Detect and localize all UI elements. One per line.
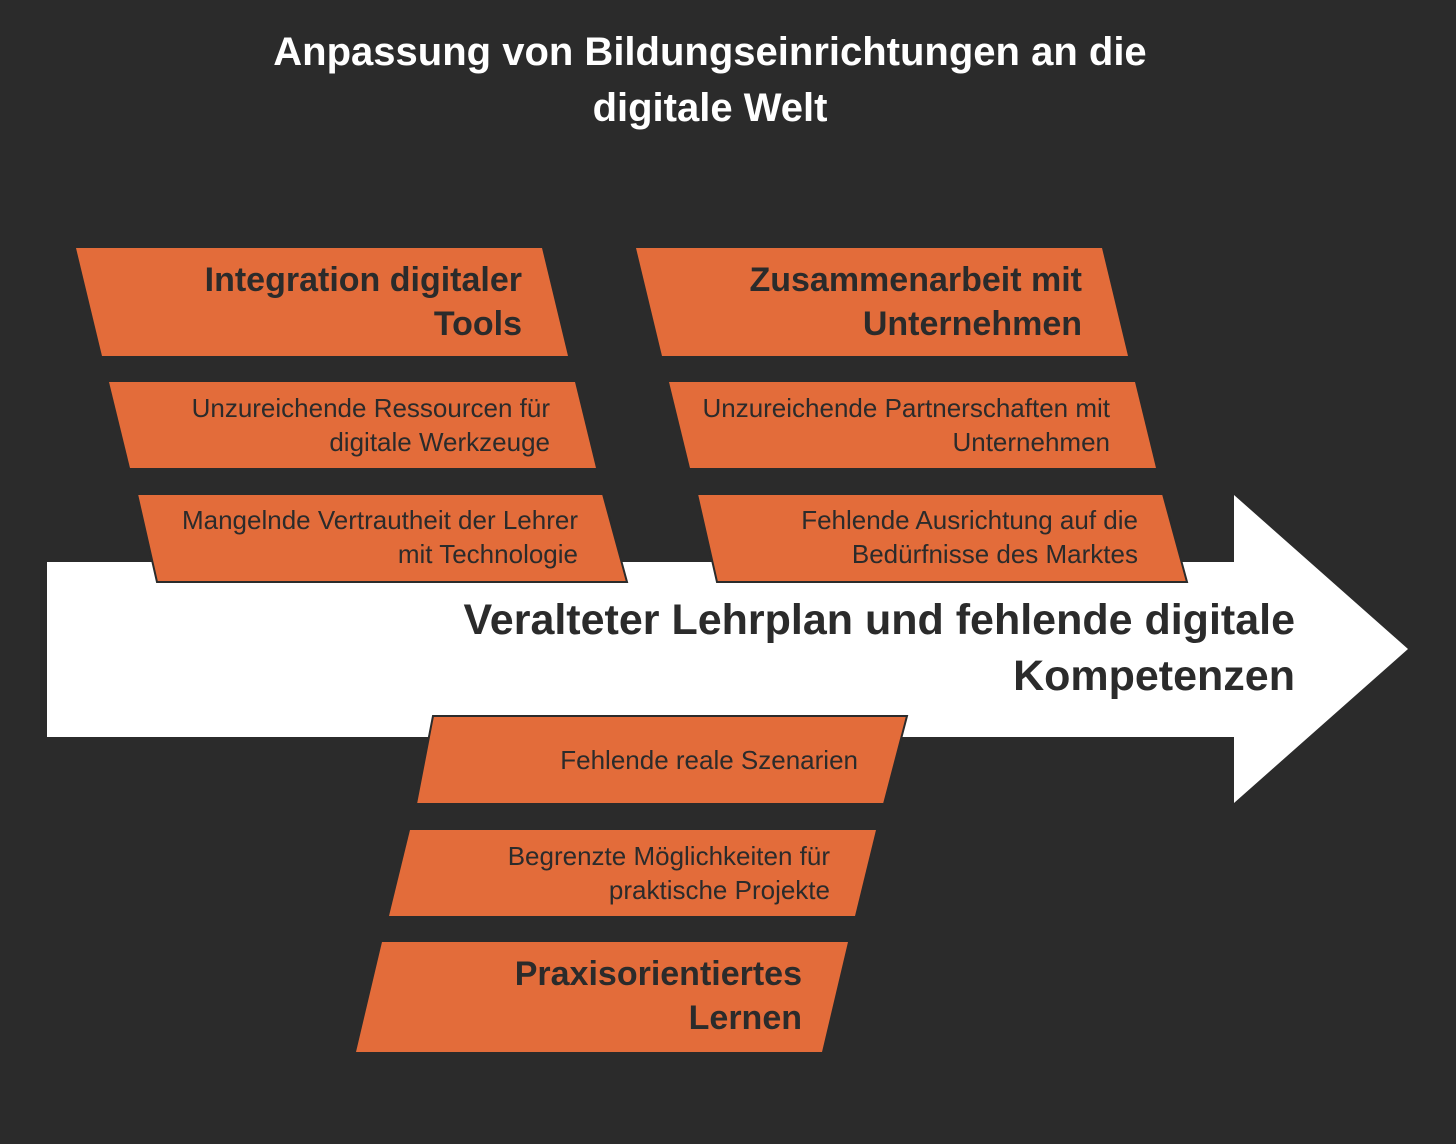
- cause-box-ressourcen: [109, 382, 596, 468]
- category-box-integration: [76, 248, 568, 356]
- cause-box-projekte: [389, 830, 876, 916]
- diagram-title: Anpassung von Bildungseinrichtungen an d…: [273, 30, 1147, 130]
- category-box-praxis: [356, 942, 848, 1052]
- cause-box-ausrichtung: [695, 493, 1189, 583]
- cause-label-vertrautheit: Mangelnde Vertrautheit der Lehrer mit Te…: [181, 505, 578, 569]
- cause-label-szenarien: Fehlende reale Szenarien: [560, 745, 858, 775]
- category-label-integration: Integration digitaler Tools: [204, 261, 522, 343]
- category-label-praxis: Praxisorientiertes Lernen: [514, 955, 802, 1037]
- category-label-zusammenarbeit: Zusammenarbeit mit Unternehmen: [749, 261, 1082, 343]
- cause-label-ressourcen: Unzureichende Ressourcen für digitale We…: [191, 393, 550, 457]
- cause-box-partnerschaften: [669, 382, 1156, 468]
- problem-label: Veralteter Lehrplan und fehlende digital…: [463, 596, 1295, 700]
- cause-label-projekte: Begrenzte Möglichkeiten für praktische P…: [507, 841, 830, 905]
- cause-label-partnerschaften: Unzureichende Partnerschaften mit Untern…: [702, 393, 1110, 457]
- cause-box-szenarien: [414, 715, 909, 805]
- cause-box-vertrautheit: [135, 493, 629, 583]
- category-box-zusammenarbeit: [636, 248, 1128, 356]
- cause-label-ausrichtung: Fehlende Ausrichtung auf die Bedürfnisse…: [801, 505, 1138, 569]
